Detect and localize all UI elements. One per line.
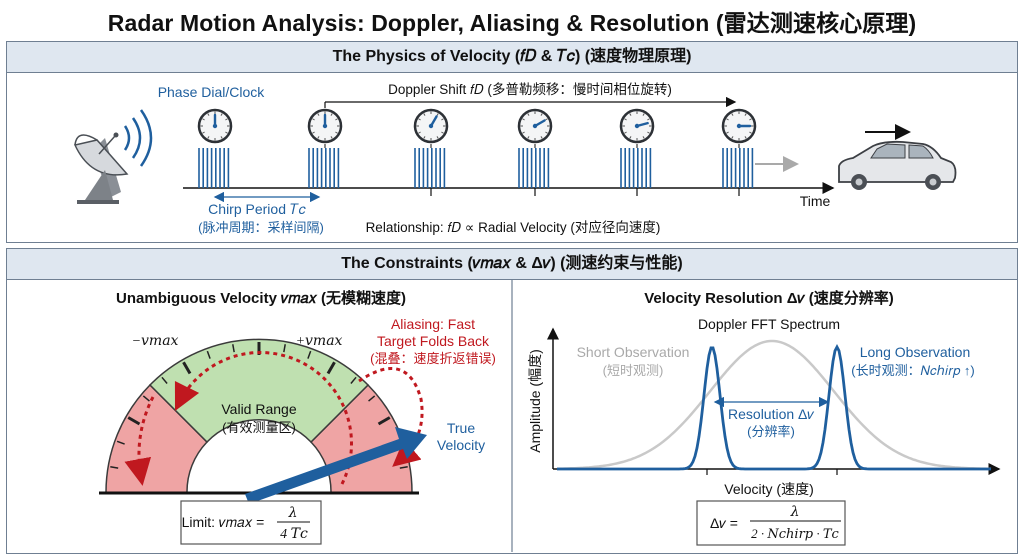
chirp-pulse (308, 148, 340, 188)
limit-formula-num: 𝜆 (288, 506, 298, 521)
resolution-title: Velocity Resolution Δ𝑣 (速度分辨率) (644, 289, 894, 307)
phase-clocks (197, 108, 757, 148)
true-velocity-label-1: True (447, 420, 475, 436)
short-observation-label: Short Observation (577, 344, 690, 360)
short-observation-curve (556, 339, 992, 471)
resolution-formula-den: 2 · 𝑁𝑐ℎ𝑖𝑟𝑝 · 𝑇𝑐 (751, 526, 839, 541)
relationship-label: Relationship: 𝑓𝐷 ∝ Radial Velocity (对应径向… (366, 219, 661, 235)
chirp-period-label: Chirp Period 𝑇𝑐 (208, 201, 306, 217)
chirp-pulse (722, 148, 754, 188)
constraints-panel: The Constraints (𝑣𝑚𝑎𝑥 & Δ𝑣) (测速约束与性能) Un… (6, 248, 1018, 554)
long-observation-curve (557, 343, 991, 471)
main-title: Radar Motion Analysis: Doppler, Aliasing… (107, 10, 917, 36)
aliasing-label-1: Aliasing: Fast (391, 316, 475, 332)
radar-dish-icon (73, 109, 153, 204)
limit-formula-prefix: Limit: 𝑣𝑚𝑎𝑥 = (182, 514, 265, 530)
resolution-sub: (分辨率) (747, 424, 795, 439)
clock-icon (197, 108, 233, 144)
clock-icon (413, 108, 449, 148)
spectrum-plot (547, 327, 1001, 475)
spectrum-title: Doppler FFT Spectrum (698, 316, 840, 332)
car-icon (838, 140, 957, 190)
clock-icon (307, 108, 343, 148)
physics-diagram: Phase Dial/Clock Doppler Shift 𝑓𝐷 (多普勒频移… (73, 81, 957, 235)
chirp-pulse (518, 148, 550, 188)
chirp-period-sub: (脉冲周期：采样间隔) (198, 220, 324, 235)
physics-panel: The Physics of Velocity (𝑓𝐷 & 𝑇𝑐) (速度物理原… (6, 41, 1018, 243)
clock-icon (721, 108, 757, 148)
long-observation-sub: (长时观测：𝑁𝑐ℎ𝑖𝑟𝑝 ↑) (851, 363, 974, 378)
doppler-shift-label: Doppler Shift 𝑓𝐷 (多普勒频移：慢时间相位旋转) (388, 81, 672, 97)
velocity-gauge (99, 338, 419, 495)
true-velocity-arrow (245, 427, 427, 504)
chirp-pulse (198, 148, 230, 188)
aliasing-label-2: Target Folds Back (377, 333, 490, 349)
time-ticks (430, 188, 740, 196)
phase-dial-label: Phase Dial/Clock (158, 84, 266, 100)
valid-range-sub: (有效测量区) (222, 420, 296, 435)
valid-range-zone (148, 338, 370, 444)
fold-back-arc-left (124, 396, 155, 486)
chirp-pulse (414, 148, 446, 188)
aliasing-label-3: (混叠：速度折返错误) (370, 351, 496, 366)
amplitude-axis-label: Amplitude (幅度) (527, 349, 543, 452)
resolution-formula-prefix: Δ𝑣 = (710, 515, 738, 531)
short-observation-sub: (短时观测) (603, 363, 664, 378)
constraints-panel-header: The Constraints (𝑣𝑚𝑎𝑥 & Δ𝑣) (测速约束与性能) (7, 249, 1017, 280)
time-label: Time (800, 193, 831, 209)
chirp-pulses (198, 148, 754, 188)
clock-icon (619, 108, 655, 148)
physics-panel-header: The Physics of Velocity (𝑓𝐷 & 𝑇𝑐) (速度物理原… (7, 42, 1017, 73)
resolution-formula-num: 𝜆 (790, 505, 800, 520)
resolution-formula-box (696, 500, 846, 546)
neg-vmax-label: −𝑣𝑚𝑎𝑥 (132, 334, 179, 349)
pos-vmax-label: +𝑣𝑚𝑎𝑥 (296, 334, 343, 349)
clock-icon (517, 108, 553, 148)
limit-formula-den: 4 𝑇𝑐 (280, 527, 308, 542)
valid-range-label: Valid Range (221, 401, 296, 417)
resolution-label: Resolution Δ𝑣 (728, 406, 814, 422)
long-observation-label: Long Observation (860, 344, 971, 360)
constraints-diagram: Unambiguous Velocity 𝑣𝑚𝑎𝑥 (无模糊速度) −𝑣𝑚𝑎𝑥 … (99, 279, 1001, 552)
velocity-axis-label: Velocity (速度) (724, 481, 813, 497)
fold-back-arc-inner (174, 351, 353, 485)
true-velocity-label-2: Velocity (437, 437, 485, 453)
chirp-pulse (620, 148, 652, 188)
vmax-title: Unambiguous Velocity 𝑣𝑚𝑎𝑥 (无模糊速度) (116, 289, 406, 307)
